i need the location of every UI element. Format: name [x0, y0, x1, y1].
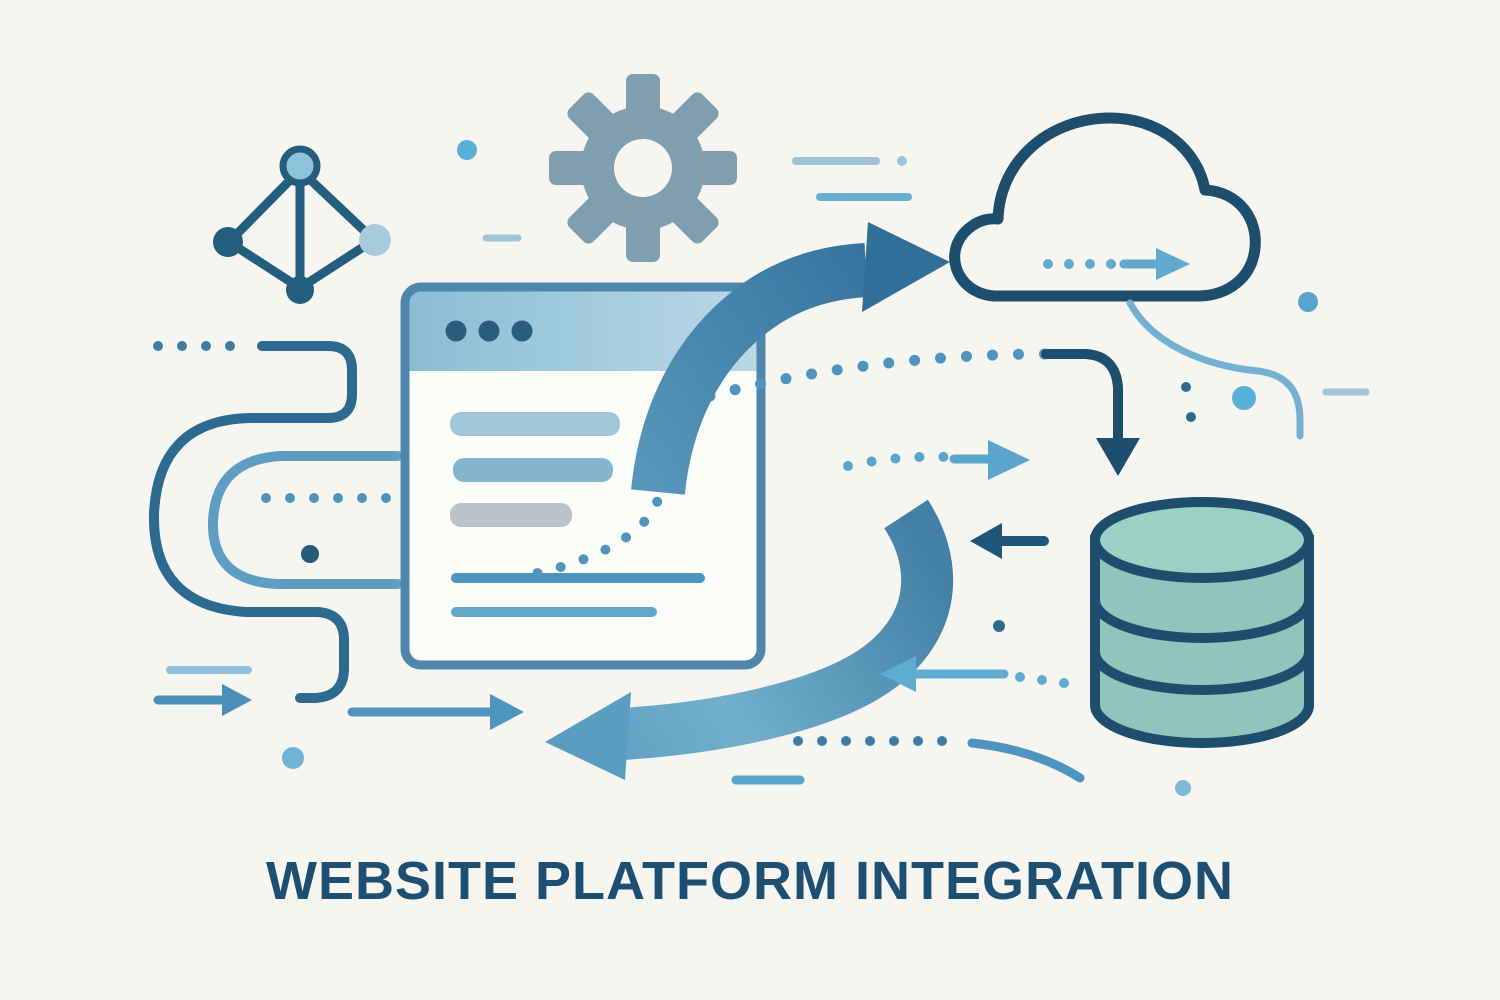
node-circle [359, 224, 391, 256]
bottom-right-arrow-icon [347, 694, 524, 730]
right-middle-arrows [880, 523, 1069, 692]
decor-dot [1181, 382, 1191, 392]
sync-swoosh-up-arrow-icon [631, 222, 950, 495]
decor-dot [282, 747, 304, 769]
gear-tooth [549, 151, 591, 185]
network-nodes-icon [213, 145, 391, 304]
cloud-outline [949, 112, 1261, 302]
gear-tooth [626, 74, 660, 116]
gear-icon [549, 74, 737, 262]
arrow-dot [1106, 259, 1116, 269]
gear-tooth [695, 151, 737, 185]
arrow-dot [1015, 672, 1025, 682]
decor-dot [457, 140, 477, 160]
database-band-line [1090, 599, 1314, 643]
arrow-head [988, 440, 1030, 480]
decor-dot [301, 545, 319, 563]
decor-dot [897, 156, 907, 166]
arrow-dots [843, 451, 953, 471]
down-arrow-into-database-icon [1041, 349, 1140, 476]
arrow-head [880, 656, 916, 692]
database-icon [1090, 497, 1314, 748]
browser-frame [400, 282, 766, 670]
arrow-head [490, 694, 524, 730]
swoosh-band [620, 499, 954, 760]
swoosh-band [631, 243, 868, 495]
inner-loop-line [207, 451, 403, 589]
bottom-decor [731, 736, 1191, 796]
decor-dot [1175, 780, 1191, 796]
decor-curve [967, 738, 1085, 783]
node-edges [224, 165, 379, 293]
gear-tooth [626, 220, 660, 262]
outer-loop-line [148, 341, 357, 703]
node-circle [213, 227, 243, 257]
top-decor-dots [457, 140, 912, 242]
content-bar [450, 412, 620, 436]
decor-dot [1186, 412, 1196, 422]
browser-header [409, 291, 757, 371]
dark-left-arrow-icon [970, 523, 1049, 559]
arrow-dot [1037, 675, 1047, 685]
arrow-shaft [1041, 349, 1123, 443]
arrow-dot [1064, 259, 1074, 269]
dotted-right-arrow-icon [843, 440, 1030, 480]
cloud-connector-line [1126, 299, 1304, 440]
dotted-path-to-cloud-db [704, 348, 1052, 402]
arrow-head [1096, 438, 1140, 476]
database-top [1090, 497, 1314, 583]
dotted-flow-paths [509, 348, 1140, 583]
arrow-dot [1059, 678, 1069, 688]
decor-dot [993, 620, 1005, 632]
node-circle [279, 145, 321, 187]
small-right-arrow-icon [153, 684, 252, 716]
window-control-dot [478, 320, 500, 342]
arrow-head [970, 523, 1002, 559]
content-bar [453, 458, 613, 482]
cloud-upload-arrow-icon [1043, 248, 1190, 280]
browser-window-icon [400, 282, 766, 670]
decor-dot [1232, 386, 1256, 410]
illustration-title: WEBSITE PLATFORM INTEGRATION [266, 851, 1234, 911]
window-control-dot [511, 320, 533, 342]
node-circle [286, 276, 314, 304]
cloud-icon [949, 112, 1304, 440]
arrow-dot [1043, 259, 1053, 269]
swoosh-head [862, 222, 950, 312]
window-control-dot [445, 320, 467, 342]
swoosh-head [545, 692, 631, 780]
database-band-line [1090, 651, 1314, 695]
gear-hole [614, 139, 672, 197]
light-left-arrow-icon [880, 656, 1069, 692]
left-flow-loops [148, 341, 524, 769]
arrow-head [222, 684, 252, 716]
content-bar [450, 503, 572, 527]
arrow-dot [1085, 259, 1095, 269]
decor-dot [1298, 292, 1318, 312]
sync-swoosh-down-arrow-icon [545, 499, 954, 780]
right-decor [1181, 292, 1370, 422]
arrow-head [1156, 248, 1190, 280]
dotted-curve-in-browser [509, 465, 671, 583]
